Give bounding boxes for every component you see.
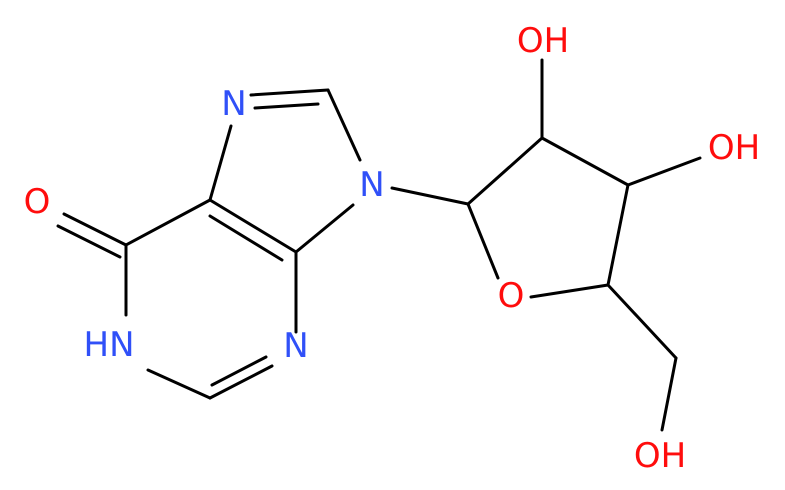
bond-c2-n3 [208, 364, 274, 400]
atom-n3: N [283, 326, 308, 366]
bond-c8-n9 [326, 88, 362, 162]
bond-c4p-o [529, 283, 610, 299]
bond-c6-o [62, 212, 128, 247]
bonds [56, 58, 702, 432]
bond-c4-c5-double [208, 214, 284, 262]
bond-o-c1p [466, 202, 500, 280]
atom-labels: O HN N N N O OH OH OH [24, 21, 761, 476]
bond-c5-n7 [208, 124, 233, 202]
bond-c1p-c2p [466, 136, 544, 206]
atom-n9: N [359, 165, 384, 205]
bond-n7-c8-double [253, 102, 320, 110]
atom-n1-h: HN [84, 325, 135, 365]
bond-n1-c2 [146, 368, 212, 400]
bond-c5-c6 [124, 198, 212, 247]
bond-c5p-oh [660, 356, 678, 432]
bond-c4p-c5p [606, 283, 678, 360]
atom-oh-2: OH [517, 21, 569, 61]
bond-c2p-c3p [540, 136, 630, 187]
bond-c3p-oh [626, 156, 702, 187]
bond-c6-o-double [56, 224, 122, 259]
bond-c4-c5 [208, 198, 298, 254]
bond-n7-c8 [249, 88, 330, 97]
atom-o-ring: O [498, 276, 525, 316]
bond-c3p-c4p [606, 183, 630, 287]
bond-n9-c1p [390, 186, 470, 206]
atom-oh-3: OH [708, 128, 760, 168]
bond-n9-c4 [294, 203, 355, 254]
atom-n7: N [221, 84, 246, 124]
atom-o-carbonyl: O [24, 182, 51, 222]
bond-c2-n3-double [210, 355, 268, 387]
atom-oh-5: OH [634, 436, 686, 476]
